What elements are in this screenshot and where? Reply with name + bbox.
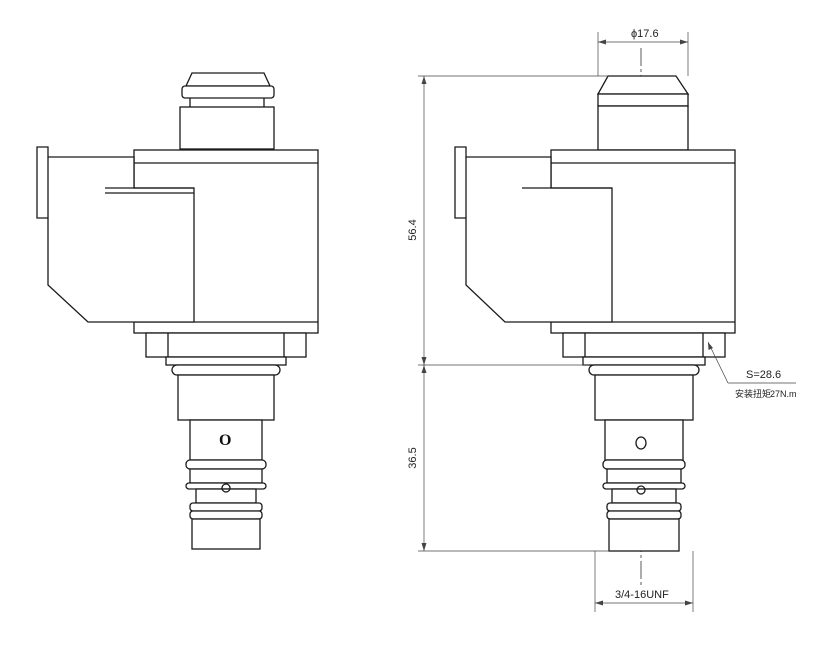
dim-thread: 3/4-16UNF bbox=[594, 551, 694, 612]
right-view: ϕ17.6 56.4 36.5 3/4-16UNF bbox=[407, 28, 797, 612]
hex-size-label: S=28.6 bbox=[746, 369, 781, 381]
dim-top-diameter: ϕ17.6 bbox=[597, 28, 689, 76]
right-connector bbox=[454, 146, 613, 323]
torque-label: 安装扭矩 bbox=[735, 388, 771, 399]
thread-label: 3/4-16UNF bbox=[615, 589, 669, 601]
left-stem bbox=[171, 364, 281, 550]
left-top-cap bbox=[179, 72, 275, 150]
torque-value: 27N.m bbox=[770, 389, 797, 399]
right-top-cap bbox=[596, 75, 690, 151]
top-diameter-label: ϕ17.6 bbox=[631, 28, 659, 40]
upper-height-label: 56.4 bbox=[407, 219, 419, 240]
dim-hex-leader: S=28.6 安装扭矩 27N.m bbox=[707, 341, 797, 399]
left-connector bbox=[36, 146, 195, 323]
dim-vertical: 56.4 36.5 bbox=[407, 75, 609, 552]
right-stem bbox=[588, 364, 700, 552]
left-port-label: O bbox=[219, 432, 231, 449]
left-view: O bbox=[36, 72, 319, 550]
right-hex-nut bbox=[562, 332, 726, 366]
lower-height-label: 36.5 bbox=[407, 447, 419, 468]
left-hex-nut bbox=[145, 332, 307, 366]
